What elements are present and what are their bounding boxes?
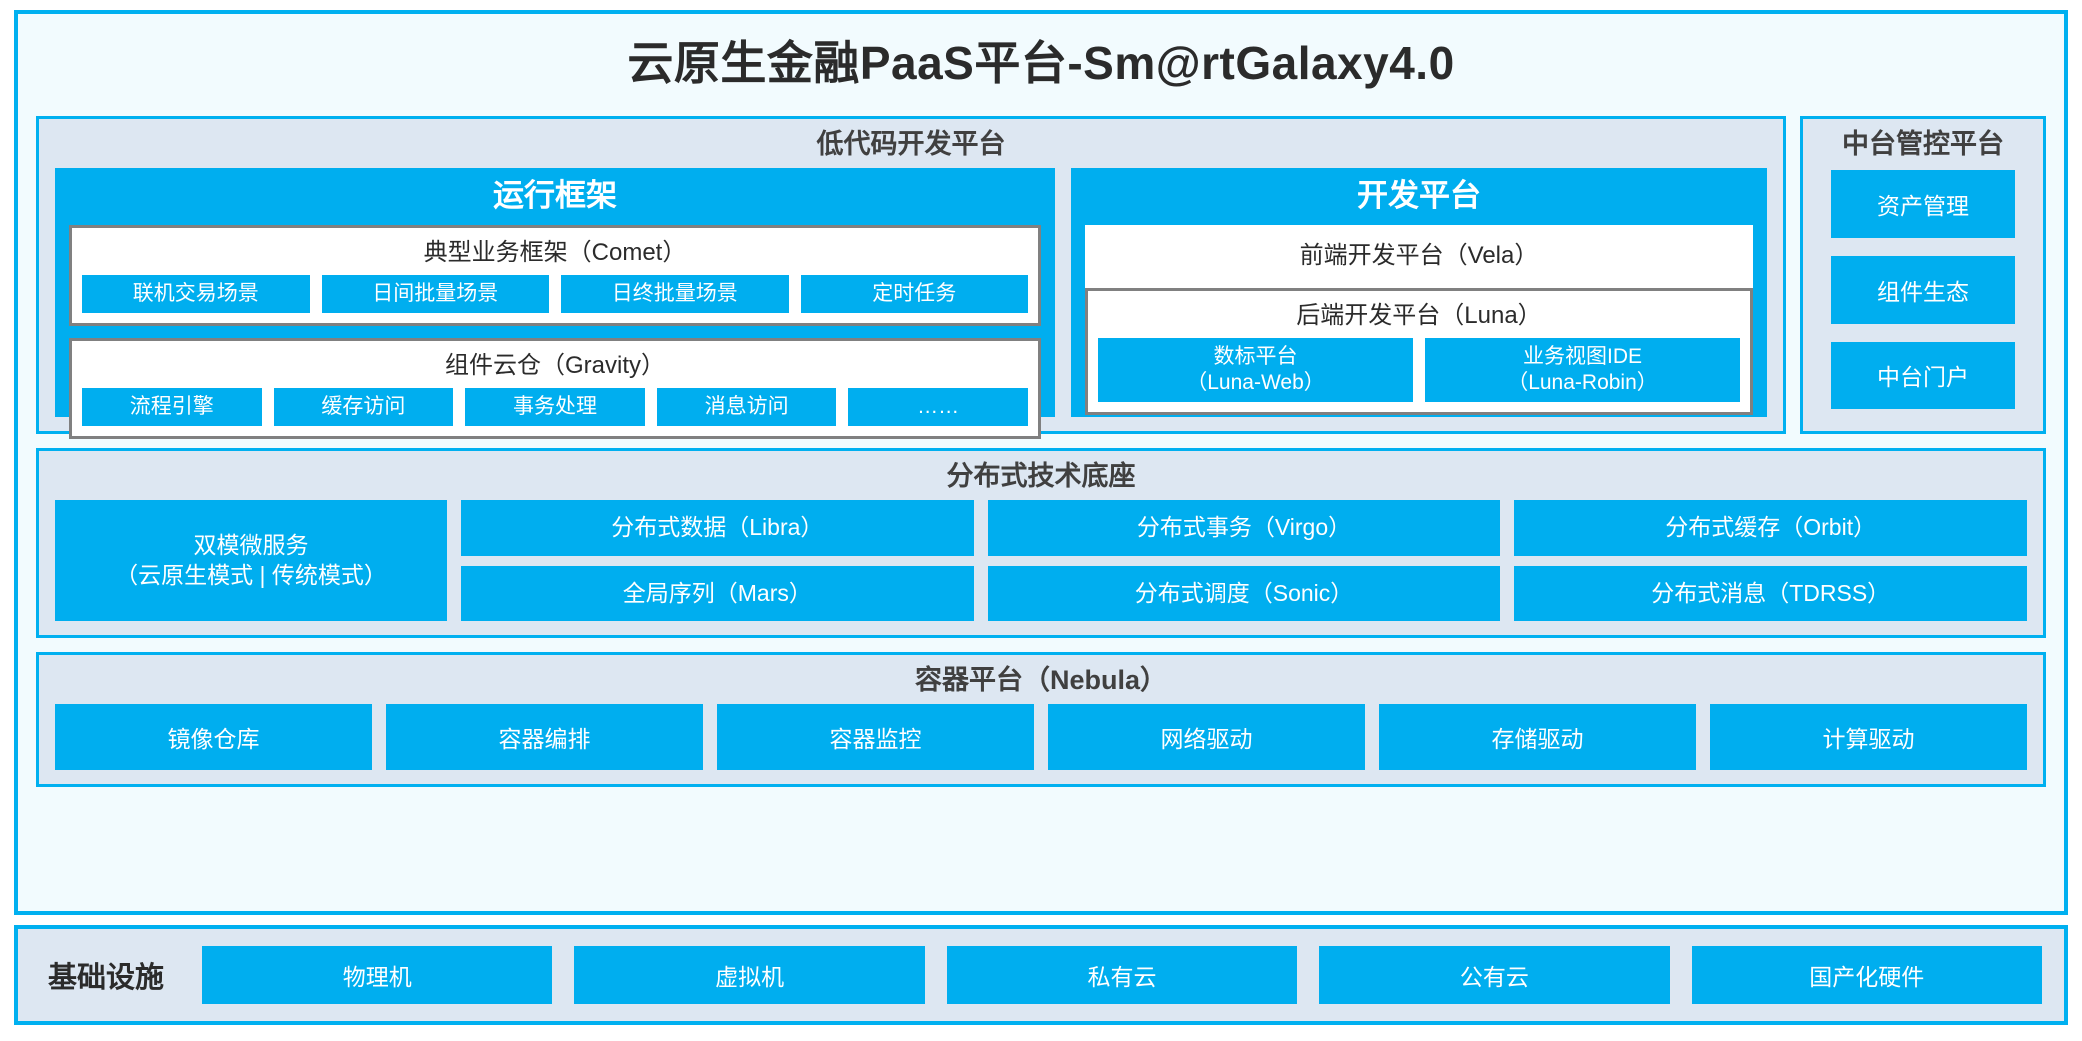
cp-chip-storage-driver[interactable]: 存储驱动 <box>1379 704 1696 771</box>
midoffice-control-title: 中台管控平台 <box>1842 129 2004 160</box>
midoffice-chip-component-ecosystem[interactable]: 组件生态 <box>1831 256 2015 324</box>
comet-chip-row: 联机交易场景 日间批量场景 日终批量场景 定时任务 <box>82 274 1028 314</box>
dist-chip-sonic[interactable]: 分布式调度（Sonic） <box>987 565 1501 622</box>
comet-chip-intraday-batch[interactable]: 日间批量场景 <box>321 274 549 314</box>
luna-robin-line1: 业务视图IDE <box>1522 344 1642 368</box>
dist-chip-virgo[interactable]: 分布式事务（Virgo） <box>987 500 1501 556</box>
cp-chip-network-driver[interactable]: 网络驱动 <box>1048 704 1365 771</box>
dist-chip-tdrss[interactable]: 分布式消息（TDRSS） <box>1514 565 2028 622</box>
midoffice-items: 资产管理 组件生态 中台门户 <box>1803 168 2043 431</box>
upper-row: 低代码开发平台 运行框架 典型业务框架（Comet） 联机交易场景 日间批量场景… <box>36 116 2046 440</box>
development-platform-box: 开发平台 前端开发平台（Vela） 后端开发平台（Luna） 数标平台 （Lun… <box>1071 168 1767 418</box>
infra-chip-public-cloud[interactable]: 公有云 <box>1319 946 1670 1004</box>
luna-chip-luna-robin[interactable]: 业务视图IDE （Luna-Robin） <box>1425 337 1740 403</box>
dist-chip-orbit[interactable]: 分布式缓存（Orbit） <box>1514 500 2028 556</box>
lowcode-platform-panel: 低代码开发平台 运行框架 典型业务框架（Comet） 联机交易场景 日间批量场景… <box>36 116 1786 440</box>
distributed-tech-base-panel: 分布式技术底座 双模微服务 （云原生模式 | 传统模式） 分布式数据（Libra… <box>36 448 2046 639</box>
dist-chip-dual-mode-microservice[interactable]: 双模微服务 （云原生模式 | 传统模式） <box>55 500 447 622</box>
cp-chip-monitoring[interactable]: 容器监控 <box>717 704 1034 771</box>
gravity-title: 组件云仓（Gravity） <box>444 352 665 380</box>
dist-chip-mars[interactable]: 全局序列（Mars） <box>461 565 974 622</box>
backend-platform-luna-card: 后端开发平台（Luna） 数标平台 （Luna-Web） <box>1085 287 1753 416</box>
comet-chip-scheduled-task[interactable]: 定时任务 <box>800 274 1028 314</box>
luna-web-line2: （Luna-Web） <box>1186 370 1325 394</box>
runtime-framework-title: 运行框架 <box>493 178 617 214</box>
luna-chip-luna-web[interactable]: 数标平台 （Luna-Web） <box>1098 337 1413 403</box>
infrastructure-label: 基础设施 <box>48 962 165 994</box>
distributed-tech-base-title: 分布式技术底座 <box>946 461 1136 492</box>
cp-chip-image-registry[interactable]: 镜像仓库 <box>55 704 372 771</box>
dual-mode-microservice-col: 双模微服务 （云原生模式 | 传统模式） <box>55 500 447 622</box>
gravity-chip-row: 流程引擎 缓存访问 事务处理 消息访问 …… <box>82 387 1028 427</box>
gravity-chip-process-engine[interactable]: 流程引擎 <box>82 387 262 427</box>
distributed-col-3: 分布式缓存（Orbit） 分布式消息（TDRSS） <box>1514 500 2028 622</box>
gravity-chip-more[interactable]: …… <box>848 387 1028 427</box>
lowcode-platform-body: 运行框架 典型业务框架（Comet） 联机交易场景 日间批量场景 日终批量场景 … <box>39 168 1783 440</box>
infrastructure-panel: 基础设施 物理机 虚拟机 私有云 公有云 国产化硬件 <box>14 925 2068 1025</box>
backend-platform-luna-title: 后端开发平台（Luna） <box>1296 301 1542 329</box>
distributed-col-2: 分布式事务（Virgo） 分布式调度（Sonic） <box>987 500 1501 622</box>
container-platform-title: 容器平台（Nebula） <box>914 665 1168 696</box>
lowcode-platform-title: 低代码开发平台 <box>816 129 1006 160</box>
midoffice-control-panel: 中台管控平台 资产管理 组件生态 中台门户 <box>1800 116 2046 435</box>
luna-web-line1: 数标平台 <box>1213 344 1298 368</box>
runtime-framework-box: 运行框架 典型业务框架（Comet） 联机交易场景 日间批量场景 日终批量场景 … <box>55 168 1055 440</box>
infra-chip-domestic-hardware[interactable]: 国产化硬件 <box>1691 946 2042 1004</box>
luna-robin-line2: （Luna-Robin） <box>1507 370 1658 394</box>
distributed-tech-base-body: 双模微服务 （云原生模式 | 传统模式） 分布式数据（Libra） 全局序列（M… <box>39 500 2043 635</box>
gravity-chip-cache-access[interactable]: 缓存访问 <box>273 387 454 427</box>
dual-mode-line2: （云原生模式 | 传统模式） <box>115 561 387 588</box>
infra-chip-private-cloud[interactable]: 私有云 <box>946 946 1298 1004</box>
cp-chip-compute-driver[interactable]: 计算驱动 <box>1710 704 2027 771</box>
luna-chip-row: 数标平台 （Luna-Web） 业务视图IDE （Luna-Robin） <box>1098 337 1740 403</box>
midoffice-chip-portal[interactable]: 中台门户 <box>1831 341 2015 410</box>
distributed-col-1: 分布式数据（Libra） 全局序列（Mars） <box>461 500 974 622</box>
gravity-card: 组件云仓（Gravity） 流程引擎 缓存访问 事务处理 消息访问 …… <box>69 338 1041 440</box>
infra-chip-virtual-machine[interactable]: 虚拟机 <box>574 946 925 1004</box>
comet-card: 典型业务框架（Comet） 联机交易场景 日间批量场景 日终批量场景 定时任务 <box>69 225 1041 327</box>
cp-chip-orchestration[interactable]: 容器编排 <box>386 704 703 771</box>
comet-title: 典型业务框架（Comet） <box>423 239 687 267</box>
gravity-chip-transaction[interactable]: 事务处理 <box>465 387 645 427</box>
infra-chip-physical-machine[interactable]: 物理机 <box>202 946 553 1004</box>
frontend-platform-vela[interactable]: 前端开发平台（Vela） <box>1085 225 1753 288</box>
dist-chip-libra[interactable]: 分布式数据（Libra） <box>461 500 974 556</box>
gravity-chip-message-access[interactable]: 消息访问 <box>656 387 837 427</box>
dual-mode-line1: 双模微服务 <box>193 531 309 558</box>
container-platform-body: 镜像仓库 容器编排 容器监控 网络驱动 存储驱动 计算驱动 <box>39 704 2043 784</box>
comet-chip-online-trade[interactable]: 联机交易场景 <box>82 274 310 314</box>
container-platform-panel: 容器平台（Nebula） 镜像仓库 容器编排 容器监控 网络驱动 存储驱动 计算… <box>36 652 2046 788</box>
development-platform-title: 开发平台 <box>1357 178 1481 214</box>
platform-main-frame: 云原生金融PaaS平台-Sm@rtGalaxy4.0 低代码开发平台 运行框架 … <box>14 10 2068 915</box>
page-title: 云原生金融PaaS平台-Sm@rtGalaxy4.0 <box>627 37 1455 89</box>
midoffice-chip-asset-management[interactable]: 资产管理 <box>1831 170 2015 239</box>
comet-chip-eod-batch[interactable]: 日终批量场景 <box>561 274 789 314</box>
